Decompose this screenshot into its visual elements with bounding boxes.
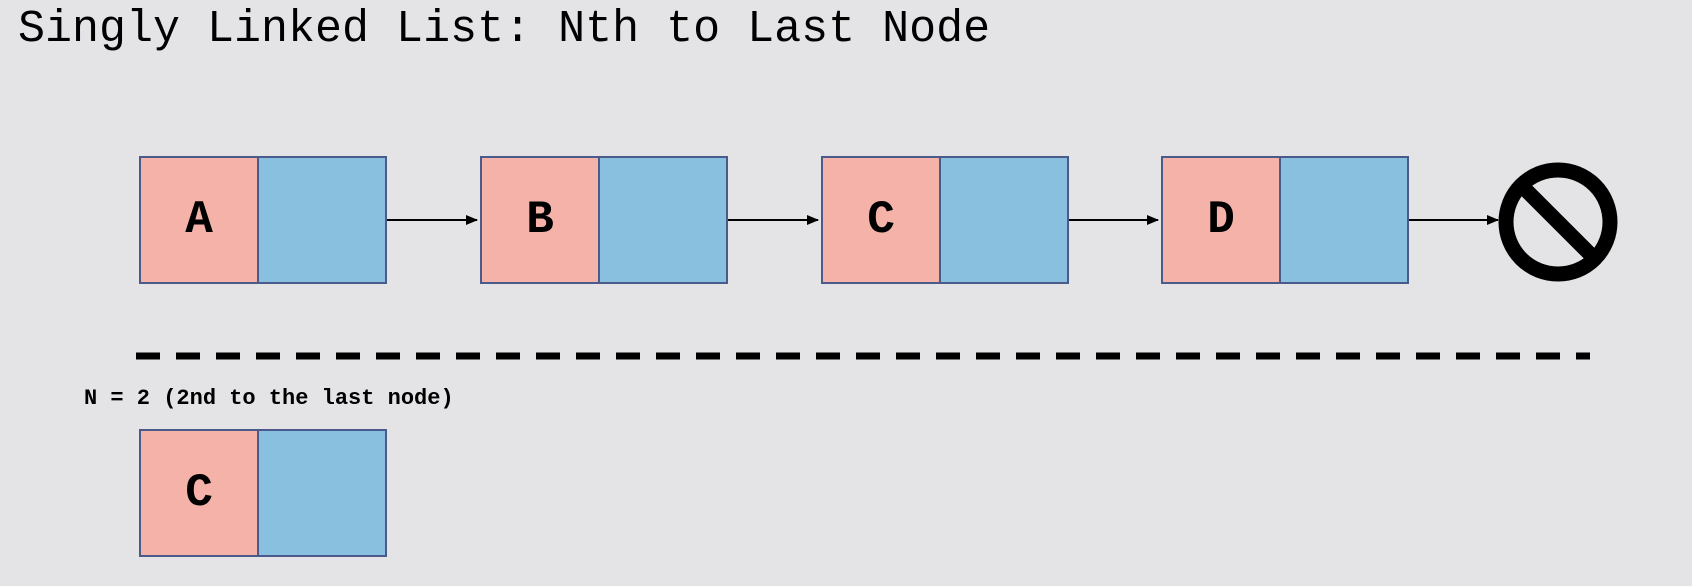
node-data-cell: C: [821, 156, 941, 284]
node-pointer-cell: [1281, 156, 1409, 284]
node-data-cell: A: [139, 156, 259, 284]
list-node-c: C: [821, 156, 1069, 284]
list-node-a: A: [139, 156, 387, 284]
node-data-cell: B: [480, 156, 600, 284]
node-data-cell: C: [139, 429, 259, 557]
node-data-cell: D: [1161, 156, 1281, 284]
result-node: C: [139, 429, 387, 557]
n-value-label: N = 2 (2nd to the last node): [84, 386, 454, 411]
list-node-b: B: [480, 156, 728, 284]
list-node-d: D: [1161, 156, 1409, 284]
node-pointer-cell: [259, 156, 387, 284]
node-pointer-cell: [259, 429, 387, 557]
null-prohibited-icon: [1498, 162, 1618, 282]
page-title: Singly Linked List: Nth to Last Node: [18, 4, 991, 55]
node-pointer-cell: [941, 156, 1069, 284]
node-pointer-cell: [600, 156, 728, 284]
